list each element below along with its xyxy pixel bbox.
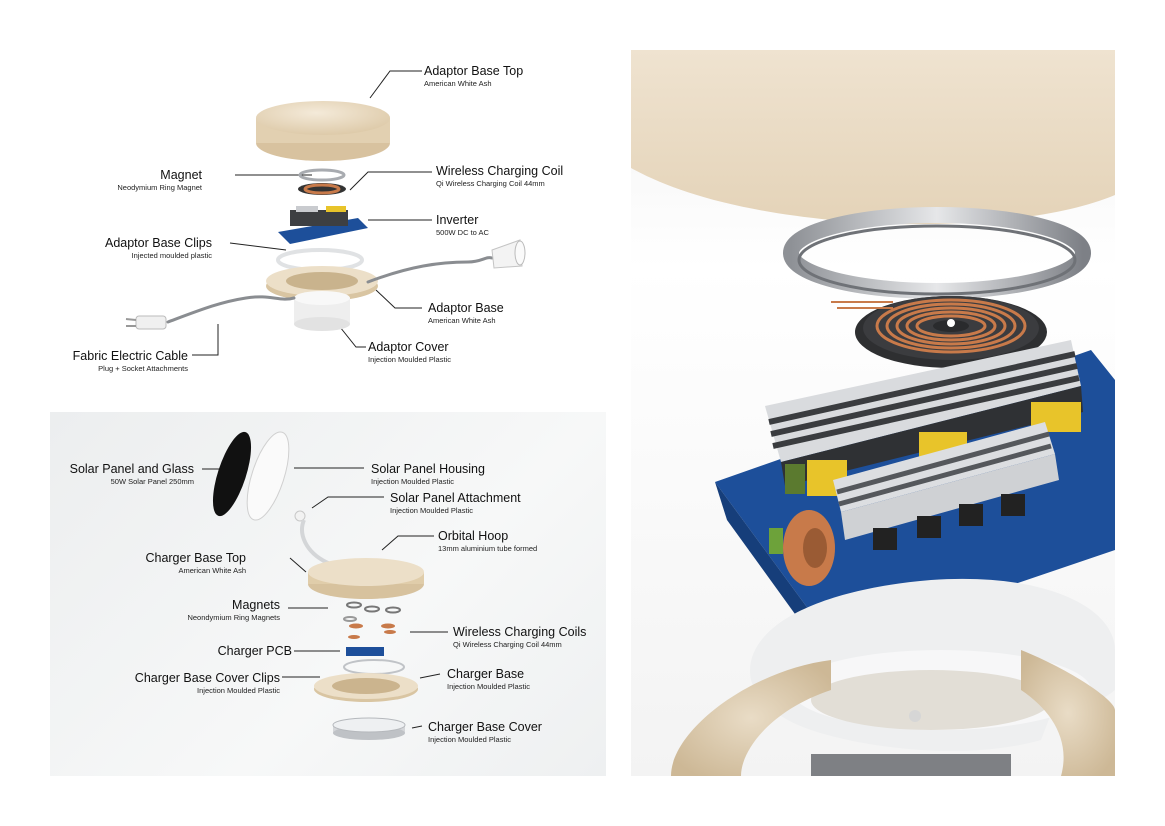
adaptor-base-part (266, 266, 378, 301)
charger-base-top-part (308, 558, 424, 599)
cable-part (166, 256, 494, 324)
component-closeup-render (631, 50, 1115, 776)
charger-pcb-part (346, 647, 384, 656)
charger-cover-part (332, 717, 406, 740)
socket-part (491, 239, 526, 269)
charger-clips-part (343, 659, 405, 675)
closeup-illustration (631, 50, 1115, 776)
charger-leader-lines (202, 467, 448, 729)
charger-illustration (202, 431, 448, 740)
adaptor-leader-lines (192, 70, 432, 356)
adaptor-base-top-part (256, 101, 390, 161)
magnets-part (343, 601, 401, 622)
label-charger-pcb: Charger PCB (217, 644, 292, 658)
solar-attachment-part (294, 510, 306, 522)
adaptor-cover-part (294, 291, 350, 331)
closeup-inverter-pcb (715, 340, 1115, 650)
magnet-part (298, 168, 346, 182)
coils-part (348, 623, 396, 639)
adaptor-illustration (125, 70, 526, 356)
charger-base-part (314, 673, 418, 702)
closeup-magnet-ring (783, 207, 1091, 299)
coil-part (298, 183, 346, 195)
solar-panel-part (212, 431, 252, 517)
solar-housing-part (246, 431, 290, 521)
closeup-wood-top (631, 50, 1115, 225)
inverter-part (278, 206, 368, 244)
closeup-wood-base (671, 650, 1115, 776)
closeup-plastic-clips (750, 578, 1115, 751)
plug-part (125, 315, 167, 330)
closeup-coil (831, 296, 1047, 368)
